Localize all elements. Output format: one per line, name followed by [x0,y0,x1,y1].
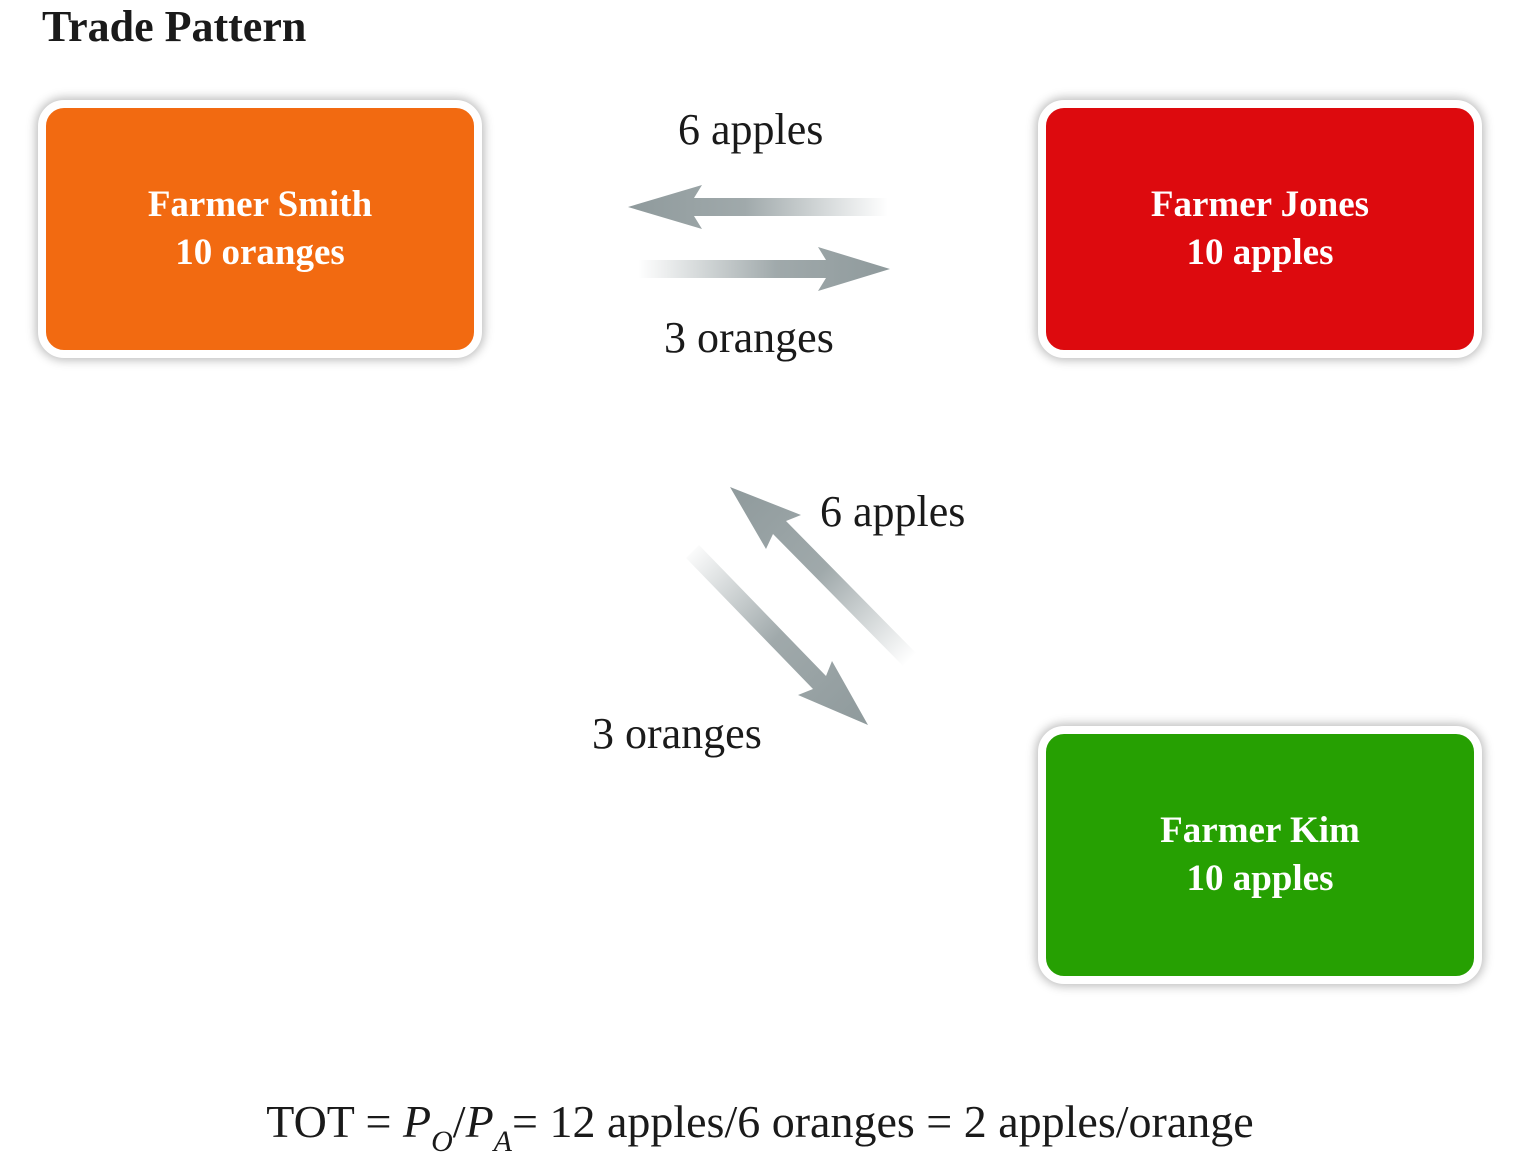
label-oranges-to-kim: 3 oranges [592,709,762,758]
label-apples-from-kim: 6 apples [820,487,966,536]
farmer-smith-endowment: 10 oranges [175,232,345,273]
farmer-smith-name: Farmer Smith [147,184,373,225]
formula-subscript-a: A [493,1125,512,1158]
label-apples-to-smith: 6 apples [678,105,824,154]
formula-price-symbol-1: P [403,1096,432,1147]
formula-price-symbol-2: P [465,1096,494,1147]
formula-lhs: TOT = [266,1096,403,1147]
formula-slash: / [452,1096,466,1147]
farmer-smith-box: Farmer Smith 10 oranges [38,100,482,358]
farmer-jones-name: Farmer Jones [1150,184,1370,225]
farmer-kim-box: Farmer Kim 10 apples [1038,726,1482,984]
farmer-jones-endowment: 10 apples [1186,232,1334,273]
arrow-oranges-to-kim [686,545,868,725]
arrow-oranges-to-jones [638,247,890,291]
terms-of-trade-formula: TOT = PO/PA= 12 apples/6 oranges = 2 app… [0,1094,1520,1157]
formula-rhs: = 12 apples/6 oranges = 2 apples/orange [512,1096,1254,1147]
formula-subscript-o: O [431,1125,453,1158]
farmer-jones-box: Farmer Jones 10 apples [1038,100,1482,358]
arrow-apples-from-kim [730,487,916,666]
diagram-title: Trade Pattern [42,2,307,51]
label-oranges-to-jones: 3 oranges [664,313,834,362]
farmer-kim-endowment: 10 apples [1186,858,1334,899]
farmer-kim-name: Farmer Kim [1160,810,1360,851]
arrow-apples-to-smith [628,185,888,229]
